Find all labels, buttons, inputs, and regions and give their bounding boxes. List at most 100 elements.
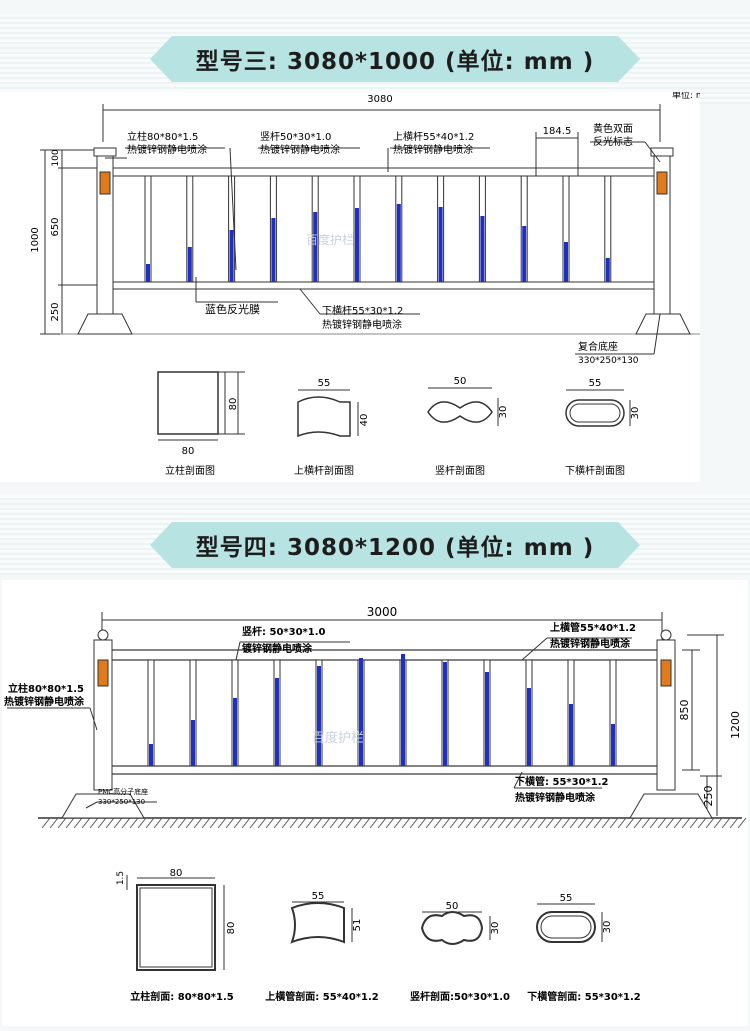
s4-sec4-w: 55 [560, 893, 573, 904]
s4-sec1-w: 80 [170, 868, 183, 879]
s3-sec3-w: 50 [454, 376, 467, 387]
s4-callout-bottomrail-coating: 热镀锌钢静电喷涂 [515, 791, 596, 804]
s4-callout-vbar: 竖杆: 50*30*1.0 [242, 625, 326, 638]
vertical-bar [147, 659, 155, 767]
s3-sec2-h: 40 [359, 414, 370, 427]
vertical-bar [231, 659, 239, 767]
s3-sec2-w: 55 [318, 378, 331, 389]
vertical-bar [525, 659, 533, 767]
vertical-bar [399, 654, 407, 767]
blue-film [317, 666, 321, 766]
s4-dim-mid: 850 [678, 700, 691, 721]
s4-sec3-h: 30 [490, 922, 501, 935]
s3-callout-vbar-coating: 热镀锌钢静电喷涂 [260, 143, 340, 156]
s3-sec3-h: 30 [498, 406, 509, 419]
blue-film [229, 230, 234, 282]
s4-callout-base: PMC高分子底座 [98, 787, 148, 796]
section4-vertical-bars [147, 654, 617, 767]
blue-film [275, 678, 279, 766]
s4-callout-bottomrail: 下横管: 55*30*1.2 [515, 775, 609, 788]
s4-callout-toprail-coating: 热镀锌钢静电喷涂 [550, 637, 631, 650]
s3-callout-vbar: 竖杆50*30*1.0 [260, 131, 331, 143]
blue-film [401, 654, 405, 766]
vertical-bar [269, 175, 277, 283]
blue-film [480, 216, 485, 282]
blue-film [233, 698, 237, 766]
vertical-bar [273, 659, 281, 767]
s3-callout-base-size: 330*250*130 [578, 356, 639, 366]
section4-panel: 3000 1200 850 250 竖杆: 50*30*1.0 镀锌钢静电喷涂 … [2, 580, 748, 1026]
blue-film [271, 218, 276, 282]
section3-title-banner: 型号三: 3080*1000 (单位: mm ) [150, 36, 640, 82]
blue-film [313, 212, 318, 282]
s4-dim-bottom: 250 [702, 786, 715, 807]
section4-title: 型号四: 3080*1200 (单位: mm ) [195, 535, 595, 561]
s4-sec4-caption: 下横管剖面: 55*30*1.2 [527, 990, 641, 1003]
vertical-bar [189, 659, 197, 767]
vertical-bar [567, 659, 575, 767]
section3-panel: 3080 单位: mm 1000 100 650 250 184.5 立柱80*… [0, 89, 713, 482]
vertical-bar [441, 659, 449, 767]
s3-callout-post-coating: 热镀锌钢静电喷涂 [127, 143, 207, 156]
blue-film [605, 258, 610, 282]
s3-callout-bottomrail: 下横杆55*30*1.2 [322, 304, 403, 317]
section3-title: 型号三: 3080*1000 (单位: mm ) [195, 49, 595, 75]
blue-film [611, 724, 615, 766]
section3-right-post [635, 147, 691, 335]
vertical-bar [353, 175, 361, 283]
ground-hatch [41, 817, 747, 829]
s4-dim-total: 1200 [729, 711, 742, 739]
s3-callout-blue-film: 蓝色反光膜 [205, 302, 260, 316]
section4-drawing: 3000 1200 850 250 竖杆: 50*30*1.0 镀锌钢静电喷涂 … [4, 605, 747, 1003]
vertical-bar [186, 175, 194, 283]
blue-film [149, 744, 153, 766]
s4-sec1-h: 80 [226, 922, 237, 935]
section4-title-banner: 型号四: 3080*1200 (单位: mm ) [150, 522, 640, 568]
s3-sec2-caption: 上横杆剖面图 [294, 464, 354, 477]
s3-callout-post: 立柱80*80*1.5 [127, 130, 198, 143]
s3-sec4-h: 30 [630, 407, 641, 420]
vertical-bar [520, 175, 528, 283]
blue-film [438, 207, 443, 282]
vertical-bar [483, 659, 491, 767]
vertical-bar [357, 658, 365, 767]
s3-callout-bottomrail-coating: 热镀锌钢静电喷涂 [322, 318, 402, 331]
s3-unit-note: 单位: mm [672, 92, 700, 101]
s3-callout-reflector-1: 黄色双面 [593, 122, 633, 135]
vertical-bar [315, 659, 323, 767]
blue-film [527, 688, 531, 766]
blue-film [522, 226, 527, 282]
s4-watermark: 百度护栏 [312, 730, 364, 746]
blue-film [146, 264, 150, 282]
vertical-bar [395, 175, 403, 283]
s3-dim-spacing: 184.5 [543, 126, 572, 137]
blue-film [355, 208, 359, 282]
s3-dim-mid: 650 [50, 217, 61, 236]
blue-film [485, 672, 489, 766]
vertical-bar [311, 175, 319, 283]
s3-sec1-w: 80 [182, 446, 195, 457]
blue-film [187, 247, 192, 282]
reflector-icon [97, 659, 109, 687]
s4-callout-toprail: 上横管55*40*1.2 [550, 621, 636, 634]
s3-dim-total: 1000 [30, 227, 41, 252]
s3-callout-toprail-coating: 热镀锌钢静电喷涂 [393, 143, 473, 156]
reflector-icon [656, 171, 668, 195]
s3-sec3-caption: 竖杆剖面图 [435, 464, 485, 477]
s4-sec1-caption: 立柱剖面: 80*80*1.5 [130, 990, 234, 1003]
vertical-bar [437, 175, 445, 283]
s3-callout-base: 复合底座 [578, 340, 618, 353]
vertical-bar [478, 175, 486, 283]
s3-sec1-h: 80 [228, 398, 239, 411]
s4-sec3-caption: 竖杆剖面:50*30*1.0 [410, 990, 510, 1003]
blue-film [569, 704, 573, 766]
s4-sec1-t: 1.5 [116, 871, 126, 885]
s4-sec2-w: 55 [312, 891, 325, 902]
section3-left-post [77, 147, 133, 335]
s3-watermark: 百度护栏 [306, 232, 354, 247]
blue-film [564, 242, 568, 282]
blue-film [191, 720, 195, 766]
s3-overall-width: 3080 [367, 94, 392, 105]
section4-left-post [61, 629, 145, 819]
blue-film [443, 662, 447, 766]
